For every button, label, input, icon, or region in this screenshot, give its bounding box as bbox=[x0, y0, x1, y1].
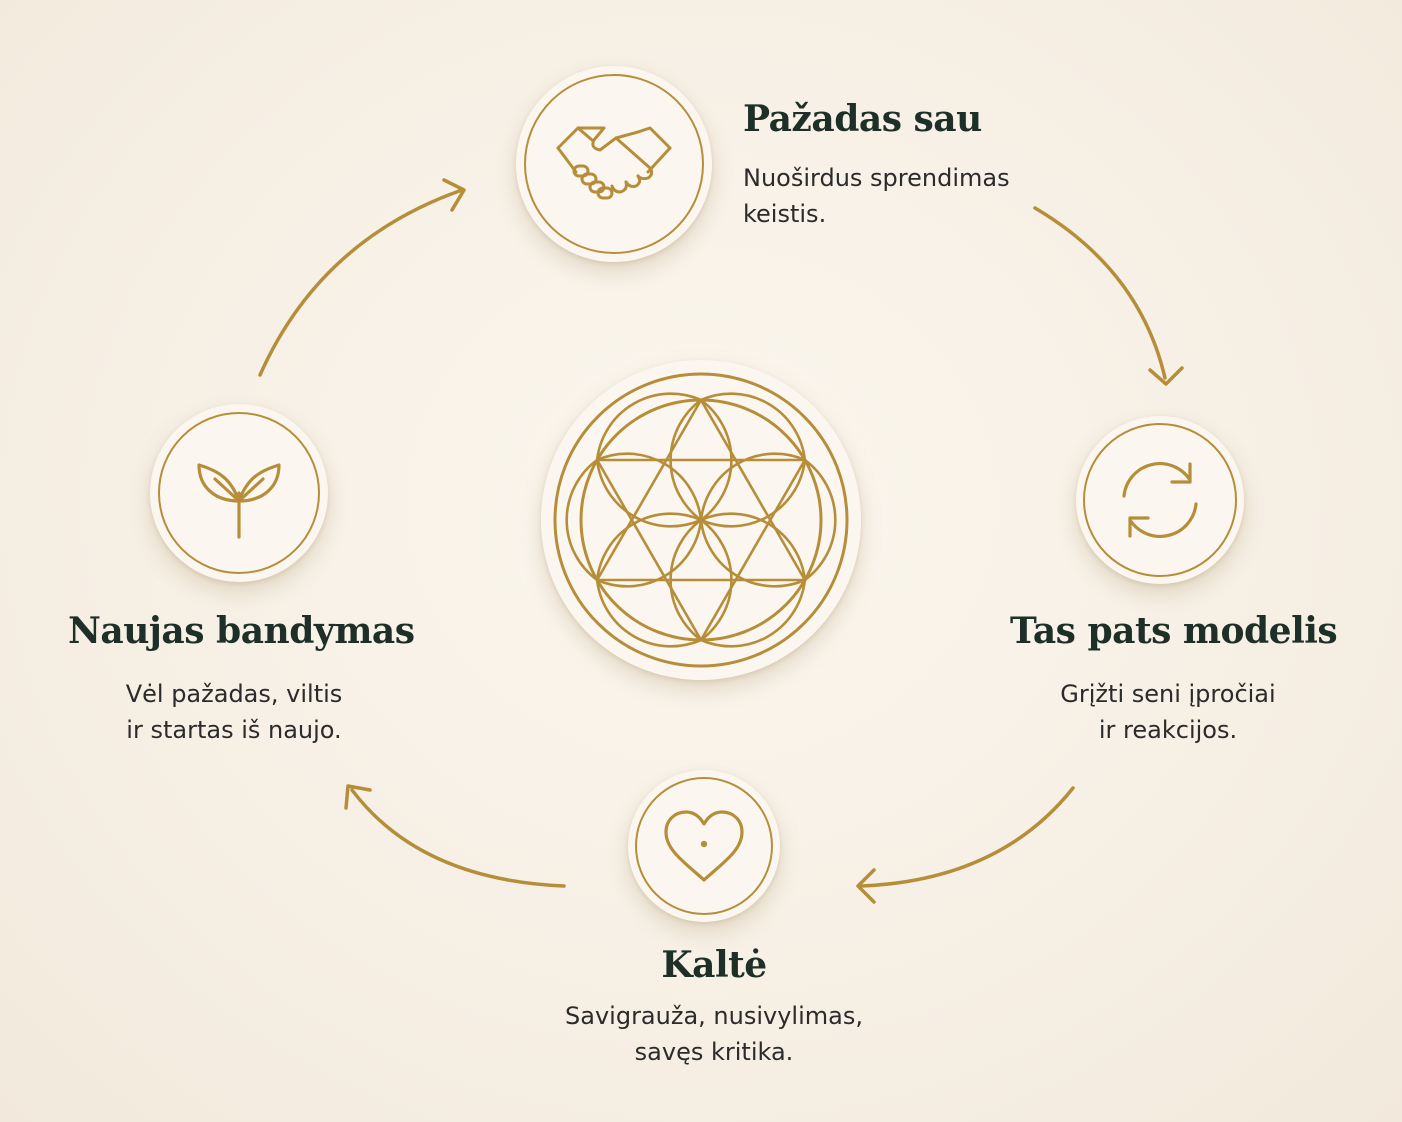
same-pattern-desc-line1: Grįžti seni įpročiai bbox=[1060, 680, 1276, 708]
flower-outer-arc bbox=[700, 392, 807, 461]
flower-hexagram-line bbox=[595, 459, 703, 641]
guilt-title: Kaltė bbox=[661, 944, 767, 986]
flower-outer-arc bbox=[804, 458, 837, 582]
flower-petal bbox=[595, 452, 703, 528]
arrow-guilt-to-new-attempt bbox=[344, 784, 566, 888]
new-attempt-desc-line2: ir startas iš naujo. bbox=[126, 716, 342, 744]
promise-desc-line1: Nuoširdus sprendimas bbox=[743, 164, 1010, 192]
guilt-desc-line2: savęs kritika. bbox=[634, 1038, 794, 1066]
flower-outer-arc bbox=[595, 579, 702, 648]
flower-outer-arc bbox=[595, 392, 702, 461]
flower-outer-arc bbox=[565, 458, 598, 582]
flower-outer-arc bbox=[700, 579, 807, 648]
flower-hexagram-line bbox=[699, 459, 807, 641]
flower-of-life-icon bbox=[553, 372, 849, 668]
heart-icon bbox=[664, 810, 744, 882]
flower-hexagram-line bbox=[595, 399, 703, 581]
new-attempt-desc: Vėl pažadas, viltis ir startas iš naujo. bbox=[84, 676, 384, 748]
arrow-pattern-to-guilt bbox=[856, 786, 1075, 904]
flower-hexagram-line bbox=[699, 399, 807, 581]
promise-desc-line2: keistis. bbox=[743, 200, 827, 228]
arrow-new-attempt-to-promise bbox=[258, 178, 466, 377]
guilt-desc-line1: Savigrauža, nusivylimas, bbox=[565, 1002, 863, 1030]
new-attempt-node bbox=[150, 404, 328, 582]
arrow-promise-to-pattern bbox=[1033, 206, 1184, 386]
promise-node bbox=[516, 66, 712, 262]
new-attempt-desc-line1: Vėl pažadas, viltis bbox=[125, 680, 343, 708]
refresh-cycle-icon bbox=[1122, 462, 1198, 538]
new-attempt-title: Naujas bandymas bbox=[68, 610, 415, 652]
center-emblem bbox=[541, 360, 861, 680]
guilt-desc: Savigrauža, nusivylimas, savęs kritika. bbox=[504, 998, 924, 1070]
same-pattern-desc-line2: ir reakcijos. bbox=[1098, 716, 1238, 744]
same-pattern-desc: Grįžti seni įpročiai ir reakcijos. bbox=[1010, 676, 1326, 748]
promise-desc: Nuoširdus sprendimas keistis. bbox=[743, 160, 1010, 232]
same-pattern-node bbox=[1076, 416, 1244, 584]
guilt-node bbox=[628, 770, 780, 922]
sprout-icon bbox=[197, 463, 281, 539]
promise-title: Pažadas sau bbox=[743, 98, 982, 140]
handshake-icon bbox=[556, 126, 672, 200]
same-pattern-title: Tas pats modelis bbox=[1010, 610, 1338, 652]
